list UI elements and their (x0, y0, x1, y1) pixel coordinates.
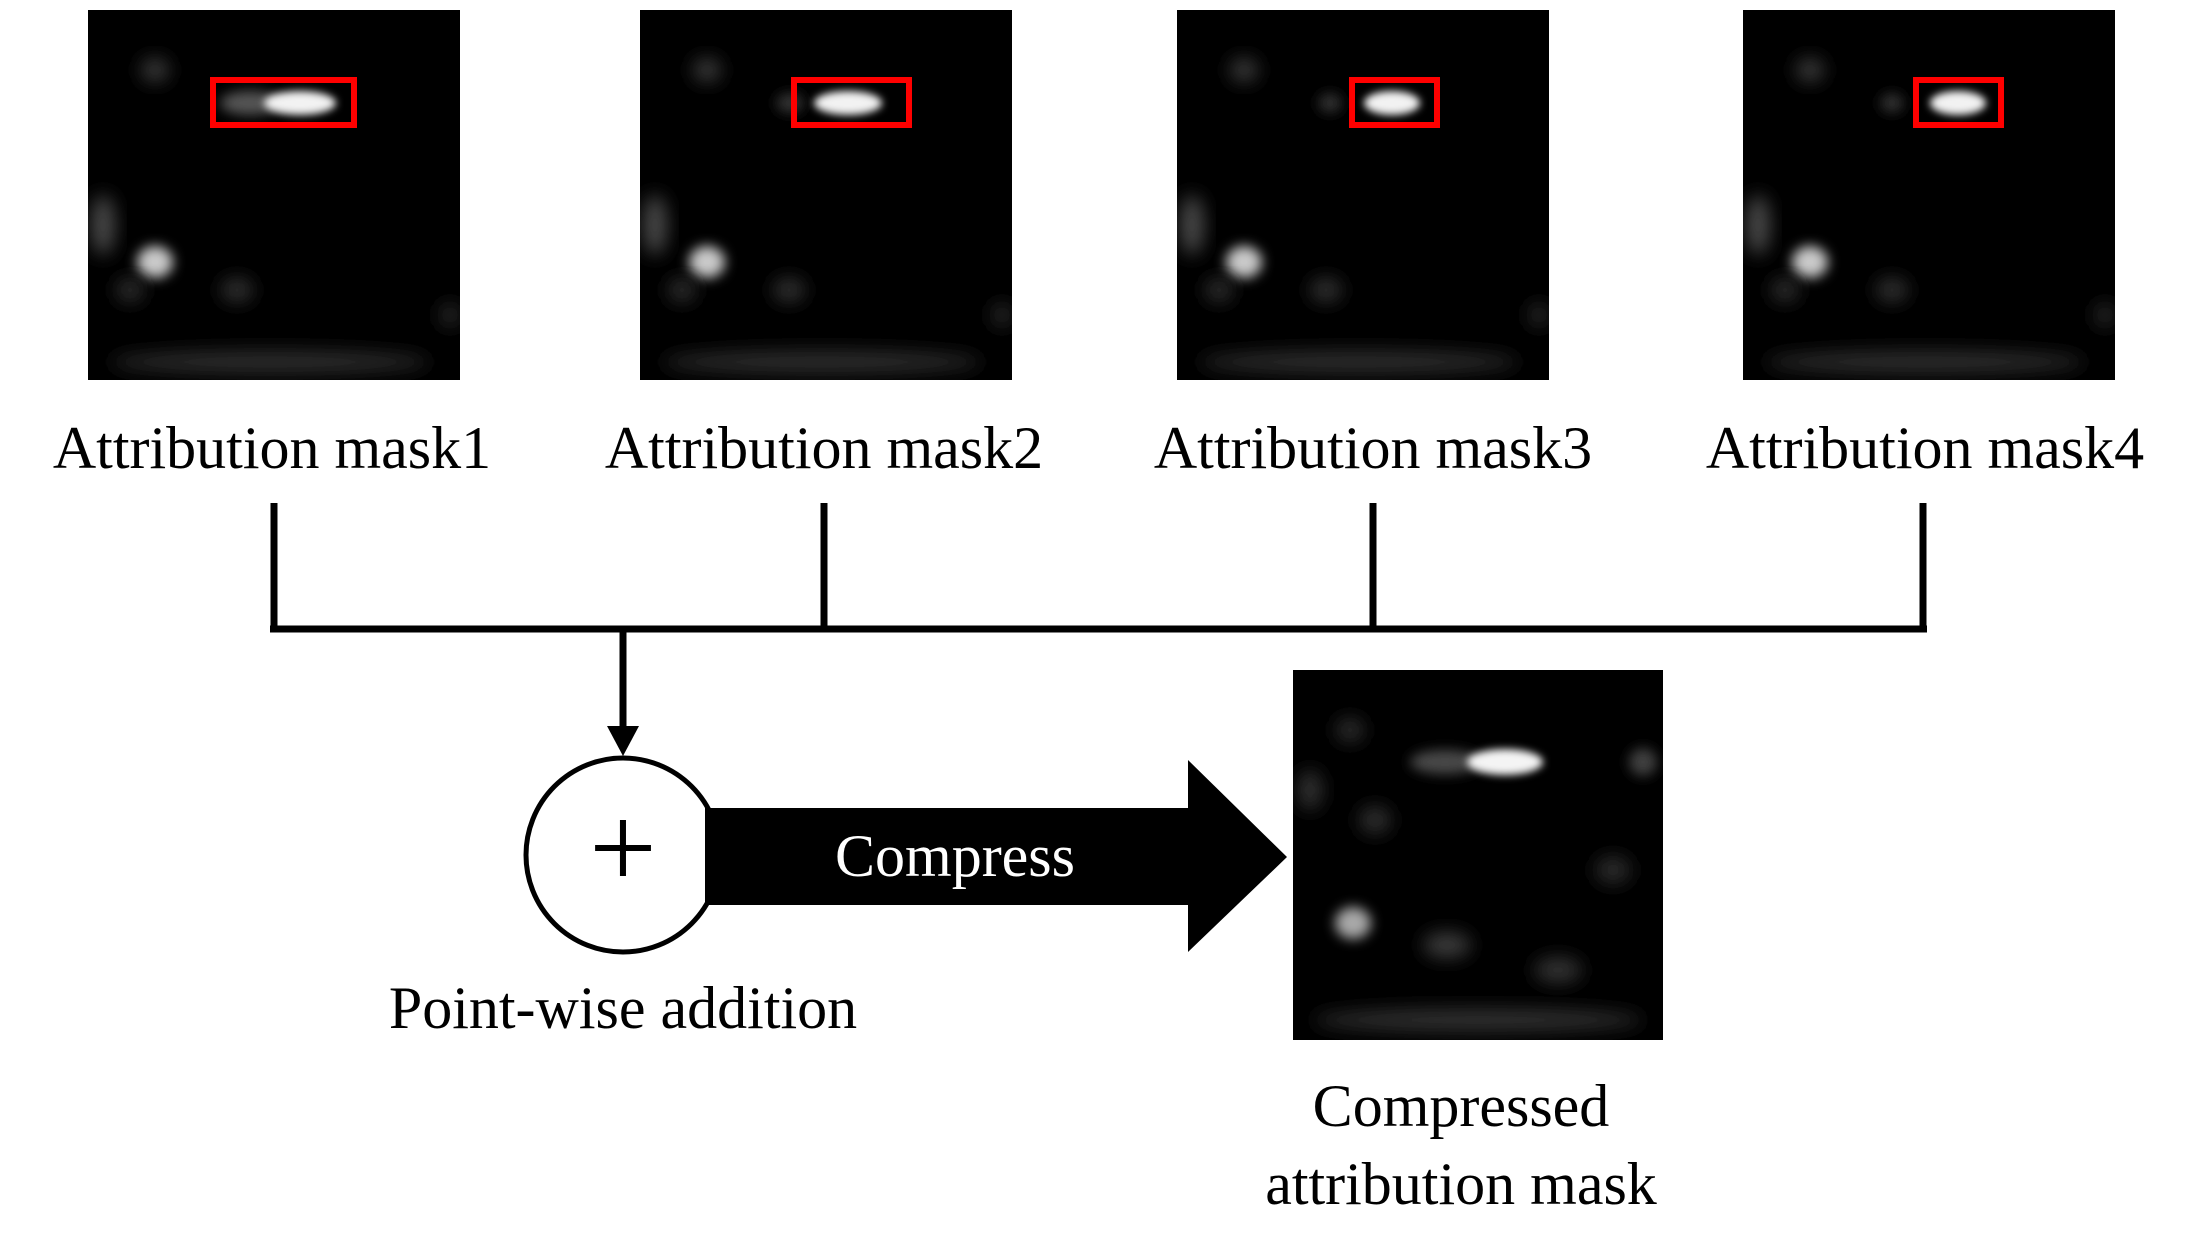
pointwise-addition-node: + (523, 755, 723, 955)
mask-4-label: Attribution mask4 (1706, 415, 2144, 481)
mask-2-highlight-box (791, 77, 912, 128)
mask-2-label: Attribution mask2 (605, 415, 1043, 481)
pointwise-addition-label: Point-wise addition (389, 975, 857, 1041)
mask-3-heatmap (1180, 58, 1549, 374)
mask-4-highlight-box (1913, 77, 2004, 128)
mask-2-heatmap (643, 58, 1012, 374)
compressed-mask-heatmap (1298, 718, 1657, 1032)
attribution-mask-1 (88, 10, 460, 380)
mask-1-label: Attribution mask1 (53, 415, 491, 481)
compressed-mask-label-line1: Compressed (1313, 1073, 1610, 1139)
mask-1-heatmap (91, 58, 460, 374)
compress-arrow: Compress (705, 760, 1287, 952)
connector-lines (270, 503, 1927, 728)
mask-4-heatmap (1746, 58, 2115, 374)
compressed-attribution-mask (1293, 670, 1663, 1040)
compress-arrow-shape (705, 760, 1287, 952)
arrowhead-down-icon (607, 726, 639, 756)
compress-arrow-label: Compress (835, 823, 1075, 889)
mask-3-highlight-box (1349, 77, 1440, 128)
mask-3-label: Attribution mask3 (1154, 415, 1592, 481)
attribution-mask-2 (640, 10, 1012, 380)
mask-1-highlight-box (210, 77, 357, 128)
attribution-mask-4 (1743, 10, 2115, 380)
compressed-mask-label-line2: attribution mask (1265, 1151, 1657, 1217)
plus-icon: + (589, 781, 657, 914)
attribution-mask-3 (1177, 10, 1549, 380)
